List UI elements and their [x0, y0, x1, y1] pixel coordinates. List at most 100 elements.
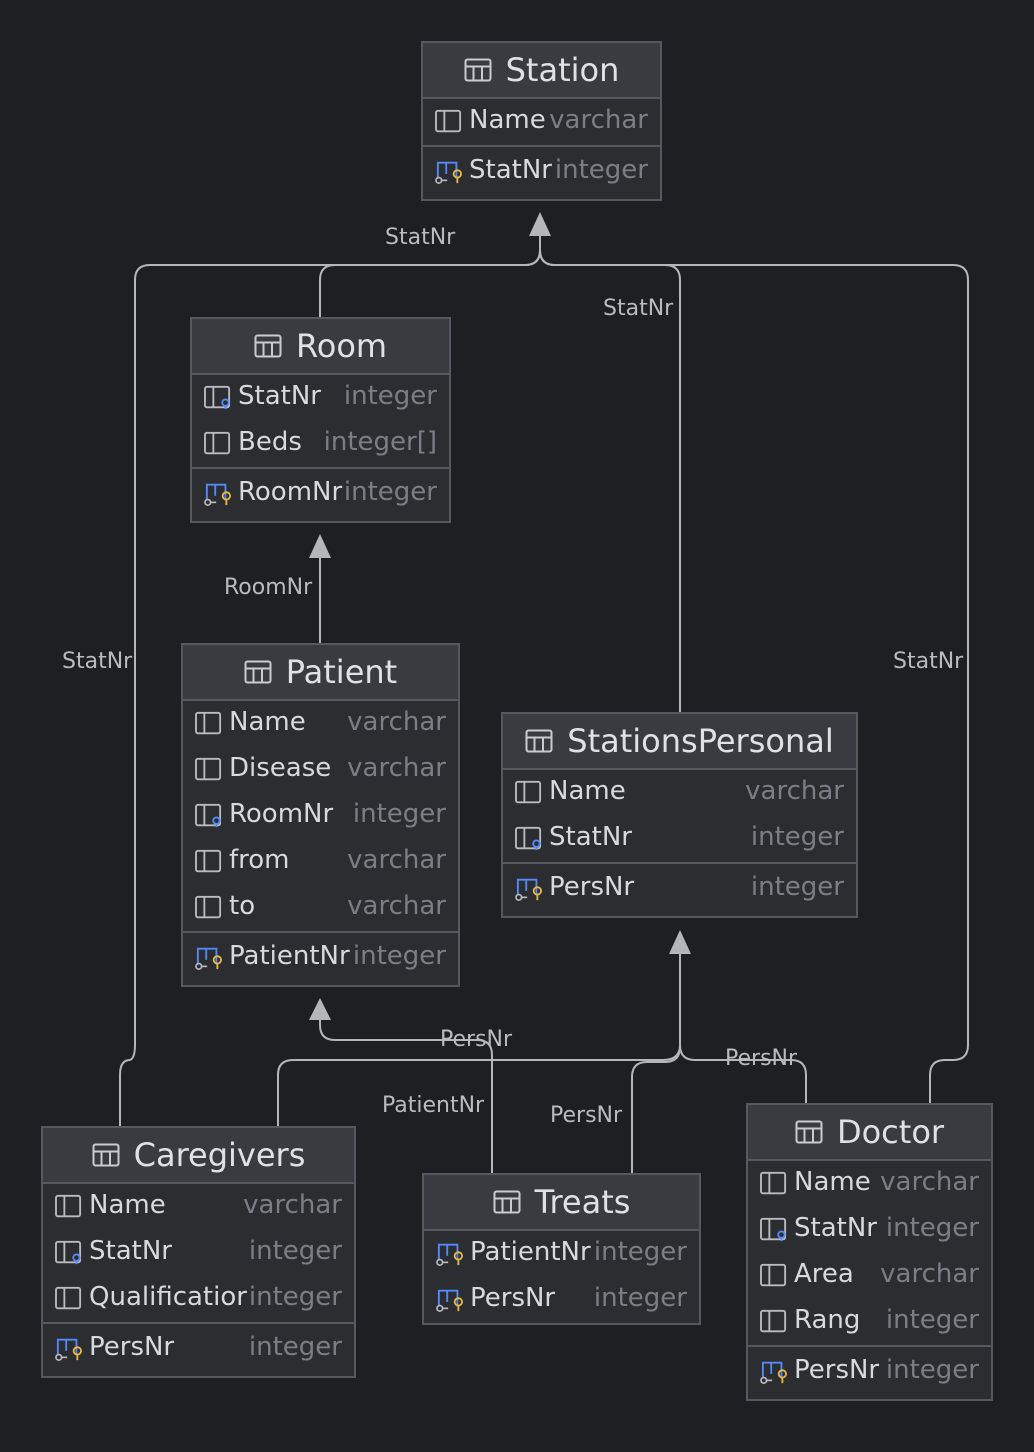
column-row[interactable]: Area varchar [748, 1253, 991, 1299]
table-title: Caregivers [133, 1136, 306, 1174]
table-title: Treats [534, 1183, 631, 1221]
column-row[interactable]: Name varchar [43, 1184, 354, 1230]
column-name: StatNr [549, 822, 632, 852]
column-row[interactable]: to varchar [183, 885, 458, 931]
column-row[interactable]: Rang integer [748, 1299, 991, 1345]
column-row[interactable]: Disease varchar [183, 747, 458, 793]
table-room[interactable]: Room StatNr integer Beds integer[] RoomN… [190, 317, 451, 523]
column-type: varchar [880, 1259, 979, 1289]
column-name: Name [469, 105, 546, 135]
foreign-key-column-icon [204, 385, 231, 410]
column-row[interactable]: PersNr integer [424, 1277, 699, 1323]
primary-key-row[interactable]: PersNr integer [748, 1345, 991, 1399]
column-row[interactable]: Beds integer[] [192, 421, 449, 467]
edge-caregivers-station [119, 249, 541, 1126]
edge-label-caregivers-persnr: PersNr [440, 1027, 513, 1052]
primary-key-column-icon [204, 483, 231, 506]
column-type: integer [885, 1305, 979, 1335]
arrowhead-station [529, 212, 551, 236]
table-header: Patient [183, 645, 458, 701]
primary-key-row[interactable]: PersNr integer [503, 862, 856, 916]
table-title: Station [505, 51, 620, 89]
column-row[interactable]: Name varchar [503, 770, 856, 816]
column-type: varchar [243, 1190, 342, 1220]
table-icon [795, 1120, 823, 1144]
column-row[interactable]: from varchar [183, 839, 458, 885]
edge-treats-stationspersonal [631, 1046, 681, 1173]
column-icon [55, 1194, 82, 1218]
table-title: Doctor [836, 1113, 945, 1151]
column-row[interactable]: PatientNr integer [424, 1231, 699, 1277]
column-type: varchar [745, 776, 844, 806]
primary-key-column-icon [436, 1289, 464, 1312]
edge-doctor-station [539, 249, 969, 1104]
primary-key-row[interactable]: PersNr integer [43, 1322, 354, 1376]
table-title: Patient [285, 653, 398, 691]
column-icon [195, 757, 222, 781]
primary-key-row[interactable]: StatNr integer [423, 145, 660, 199]
column-type: integer [750, 872, 844, 902]
column-type: varchar [347, 707, 446, 737]
column-icon [204, 431, 231, 455]
column-row[interactable]: StatNr integer [192, 375, 449, 421]
column-name: Area [794, 1259, 854, 1289]
column-type: integer [248, 1236, 342, 1266]
column-name: Disease [229, 753, 332, 783]
table-treats[interactable]: Treats PatientNr integer PersNr integer [422, 1173, 701, 1325]
column-name: StatNr [794, 1213, 877, 1243]
edge-label-stationspersonal-statnr: StatNr [603, 296, 674, 321]
column-row[interactable]: Name varchar [423, 99, 660, 145]
arrowhead-stationspersonal [669, 930, 691, 954]
column-row[interactable]: StatNr integer [43, 1230, 354, 1276]
edge-label-treats-persnr: PersNr [550, 1103, 623, 1128]
primary-key-column-icon [515, 878, 542, 901]
column-type: integer [248, 1332, 342, 1362]
column-type: varchar [347, 845, 446, 875]
foreign-key-column-icon [515, 826, 542, 851]
column-name: Qualificatior [89, 1282, 247, 1312]
table-patient[interactable]: Patient Name varchar Disease varchar Roo… [181, 643, 460, 987]
primary-key-row[interactable]: RoomNr integer [192, 467, 449, 521]
column-type: integer [554, 155, 648, 185]
column-type: integer[] [323, 427, 437, 457]
column-icon [435, 109, 462, 133]
column-type: integer [248, 1282, 342, 1312]
foreign-key-column-icon [195, 803, 222, 828]
column-row[interactable]: StatNr integer [748, 1207, 991, 1253]
table-icon [493, 1190, 521, 1214]
table-header: StationsPersonal [503, 714, 856, 770]
table-doctor[interactable]: Doctor Name varchar StatNr integer Area … [746, 1103, 993, 1401]
column-icon [515, 780, 542, 804]
foreign-key-column-icon [760, 1217, 787, 1242]
edge-treats-patient [319, 1020, 493, 1173]
table-icon [254, 334, 282, 358]
column-name: Beds [238, 427, 302, 457]
edge-label-treats-patientnr: PatientNr [382, 1093, 485, 1118]
column-row[interactable]: RoomNr integer [183, 793, 458, 839]
column-name: Rang [794, 1305, 861, 1335]
column-type: integer [885, 1355, 979, 1385]
column-row[interactable]: StatNr integer [503, 816, 856, 862]
table-header: Treats [424, 1175, 699, 1231]
column-icon [195, 849, 222, 873]
column-type: integer [885, 1213, 979, 1243]
column-row[interactable]: Name varchar [183, 701, 458, 747]
table-station[interactable]: Station Name varchar StatNr integer [421, 41, 662, 201]
column-type: integer [352, 799, 446, 829]
column-name: StatNr [89, 1236, 172, 1266]
table-stationspersonal[interactable]: StationsPersonal Name varchar StatNr int… [501, 712, 858, 918]
foreign-key-column-icon [55, 1240, 82, 1265]
column-icon [195, 895, 222, 919]
table-header: Caregivers [43, 1128, 354, 1184]
column-name: PersNr [549, 872, 635, 902]
arrowhead-patient [309, 998, 331, 1020]
column-row[interactable]: Qualificatior integer [43, 1276, 354, 1322]
table-icon [244, 660, 272, 684]
table-icon [92, 1143, 120, 1167]
column-type: integer [593, 1237, 687, 1267]
edge-doctor-stationspersonal [679, 1044, 807, 1104]
column-name: Name [794, 1167, 871, 1197]
primary-key-row[interactable]: PatientNr integer [183, 931, 458, 985]
column-row[interactable]: Name varchar [748, 1161, 991, 1207]
table-caregivers[interactable]: Caregivers Name varchar StatNr integer Q… [41, 1126, 356, 1378]
